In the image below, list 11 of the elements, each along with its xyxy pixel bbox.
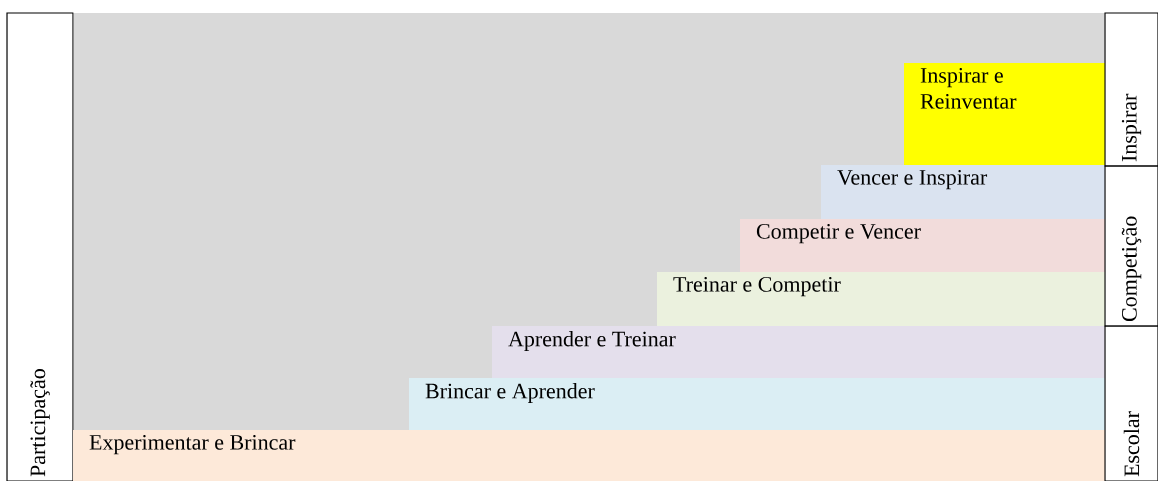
level-label: Inspirar (1104, 12, 1158, 167)
step-band: Brincar e Aprender (409, 378, 1105, 430)
step-band: Inspirar e Reinventar (904, 63, 1105, 165)
step-band: Competir e Vencer (740, 219, 1105, 272)
level-label: Escolar (1104, 325, 1158, 481)
step-band: Treinar e Competir (657, 272, 1105, 326)
step-band: Vencer e Inspirar (821, 165, 1105, 219)
step-band: Aprender e Treinar (492, 326, 1105, 378)
step-band: Experimentar e Brincar (73, 430, 1105, 481)
level-label: Competição (1104, 165, 1158, 327)
level-label: Participação (6, 12, 74, 481)
